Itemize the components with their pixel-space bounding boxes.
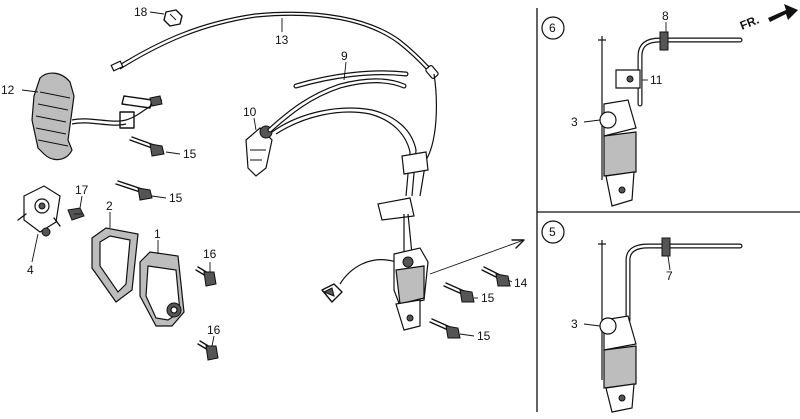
part-9-lead — [267, 70, 409, 133]
label-7: 7 — [666, 269, 673, 283]
detail-view-5 — [541, 220, 743, 413]
part-17-bolt — [67, 207, 85, 221]
label-3-bottom: 3 — [571, 317, 578, 331]
part-18-clip — [163, 9, 183, 27]
ignition-coil — [393, 247, 429, 331]
label-9: 9 — [341, 49, 348, 63]
front-direction-indicator: FR. — [738, 4, 798, 33]
label-5: 5 — [549, 225, 556, 239]
coil-harness — [271, 73, 437, 303]
view-arrow — [429, 239, 525, 275]
label-18: 18 — [134, 5, 148, 19]
screw-16-b — [197, 340, 219, 361]
label-1: 1 — [154, 227, 161, 241]
label-2: 2 — [106, 199, 113, 213]
label-11: 11 — [650, 73, 663, 87]
part-14-bolt — [481, 266, 511, 287]
part-10-plug-cap — [245, 125, 273, 177]
detail-view-6 — [541, 16, 743, 207]
screw-16-a — [195, 266, 217, 287]
label-15-c: 15 — [481, 291, 495, 305]
part-1-cover — [139, 251, 185, 327]
bolt-15-c — [443, 282, 475, 303]
bolt-15-d — [429, 318, 461, 339]
label-12: 12 — [1, 83, 15, 97]
label-15-b: 15 — [169, 191, 183, 205]
label-15-d: 15 — [477, 329, 491, 343]
callout-labels: 18 13 12 15 15 17 2 1 4 16 16 10 9 14 15… — [1, 5, 673, 343]
view-arrow-head — [511, 239, 525, 249]
label-6: 6 — [549, 21, 556, 35]
label-4: 4 — [27, 263, 34, 277]
front-direction-label: FR. — [738, 13, 761, 33]
label-14: 14 — [514, 276, 528, 290]
leader-lines — [21, 11, 671, 347]
label-17: 17 — [75, 183, 89, 197]
label-8: 8 — [662, 9, 669, 23]
bolt-15-b — [115, 180, 153, 201]
label-16-a: 16 — [203, 247, 217, 261]
label-3-top: 3 — [571, 115, 578, 129]
label-10: 10 — [243, 105, 257, 119]
front-direction-arrow — [768, 4, 798, 22]
detail-frame — [536, 8, 800, 412]
part-12-coil — [31, 72, 163, 161]
part-2-gasket — [91, 227, 139, 303]
bolt-15-a — [129, 136, 165, 157]
label-15-a: 15 — [183, 147, 197, 161]
label-16-b: 16 — [207, 323, 221, 337]
part-13-wire — [110, 11, 439, 79]
part-4-switch — [17, 185, 61, 237]
label-13: 13 — [275, 33, 289, 47]
